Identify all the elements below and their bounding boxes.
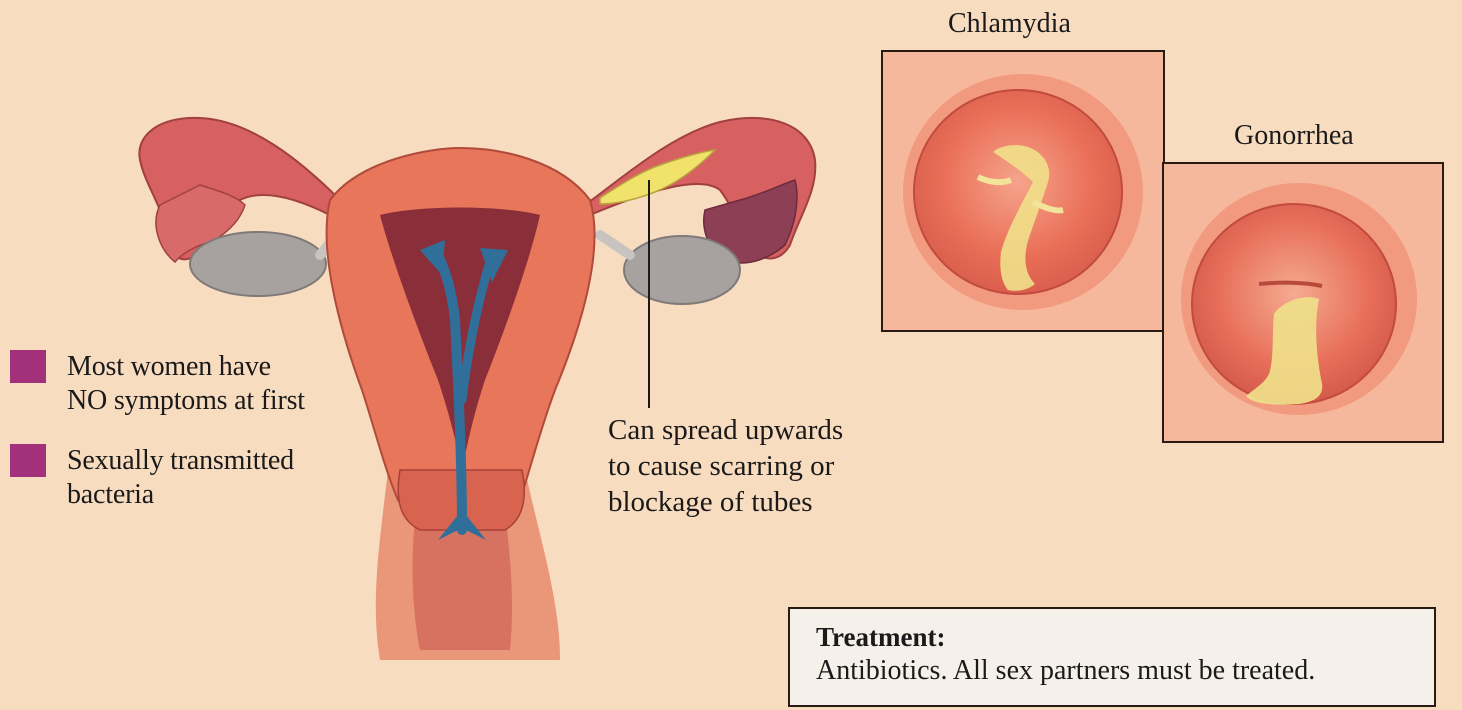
chlamydia-title: Chlamydia: [948, 8, 1071, 40]
legend-item-bacteria: Sexually transmitted bacteria: [10, 444, 294, 512]
right-ovary: [624, 236, 740, 304]
legend-label: Sexually transmitted bacteria: [67, 444, 294, 512]
gonorrhea-panel: [1162, 162, 1444, 443]
legend-swatch: [10, 350, 46, 383]
treatment-title: Treatment:: [816, 621, 1408, 653]
left-ovary: [190, 232, 326, 296]
gonorrhea-cervix-image: [1164, 164, 1442, 441]
gonorrhea-title: Gonorrhea: [1234, 120, 1354, 152]
right-ovary-ligament: [600, 235, 630, 255]
legend-swatch: [10, 444, 46, 477]
legend-label: Most women have NO symptoms at first: [67, 350, 305, 418]
treatment-box: Treatment: Antibiotics. All sex partners…: [788, 607, 1436, 707]
treatment-body: Antibiotics. All sex partners must be tr…: [816, 653, 1408, 689]
spread-callout: Can spread upwards to cause scarring or …: [608, 412, 843, 520]
chlamydia-panel: [881, 50, 1165, 332]
chlamydia-cervix-image: [883, 52, 1163, 330]
legend-item-no-symptoms: Most women have NO symptoms at first: [10, 350, 305, 418]
